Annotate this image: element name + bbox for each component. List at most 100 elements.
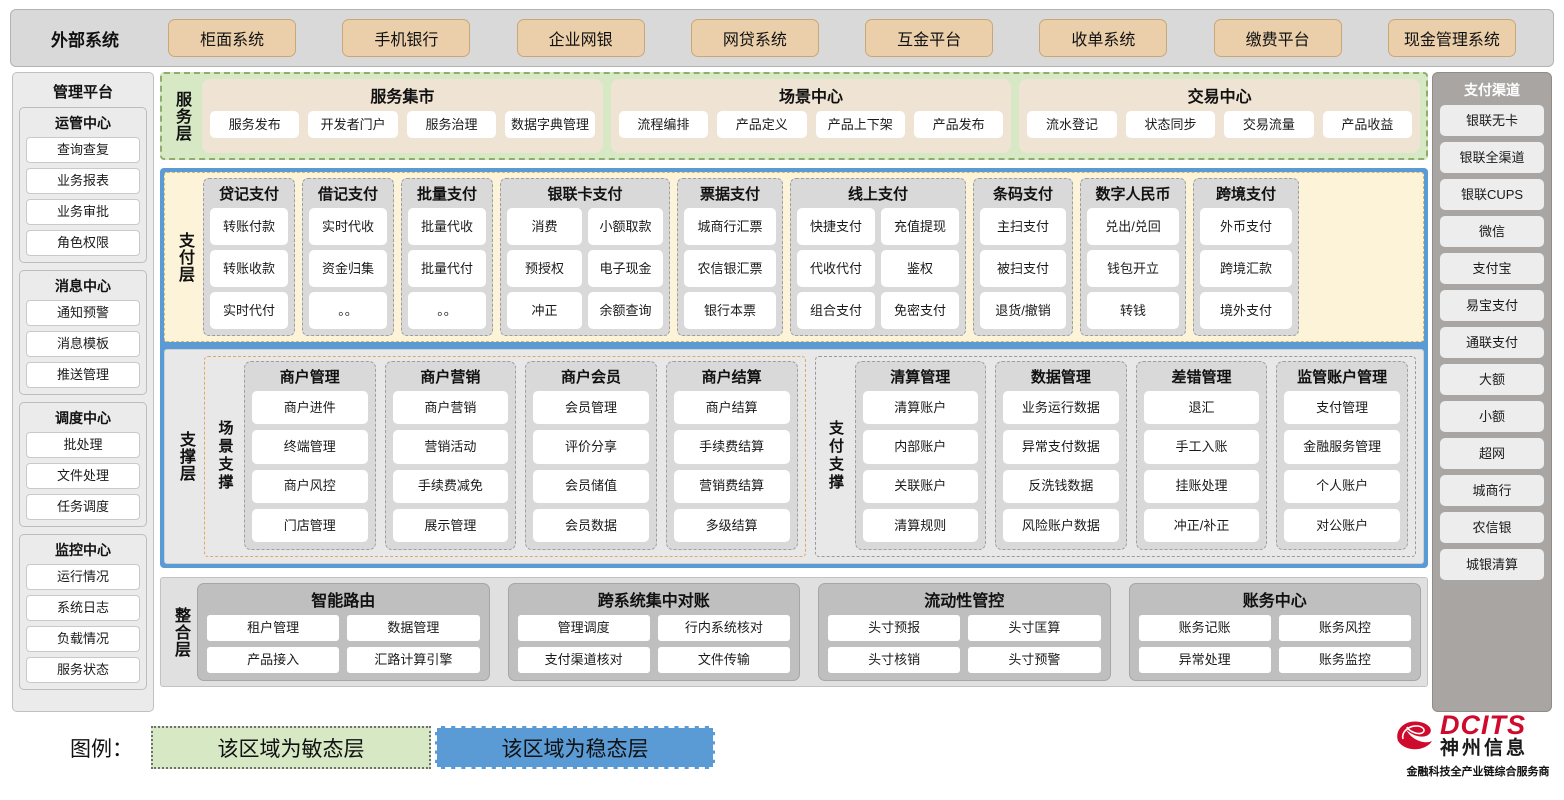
payment-item-5-0[interactable]: 快捷支付 — [797, 208, 875, 245]
payment-channel-item-7[interactable]: 大额 — [1440, 364, 1544, 395]
service-item-0-1[interactable]: 开发者门户 — [308, 111, 398, 138]
payment-item-5-2[interactable]: 代收代付 — [797, 250, 875, 287]
payment-item-6-2[interactable]: 退货/撤销 — [980, 292, 1066, 329]
payment-item-7-0[interactable]: 兑出/兑回 — [1087, 208, 1179, 245]
scene-support-item-2-2[interactable]: 会员储值 — [533, 469, 649, 503]
payment-support-item-3-2[interactable]: 个人账户 — [1284, 469, 1400, 503]
integration-item-1-1[interactable]: 行内系统核对 — [657, 615, 790, 641]
payment-support-item-2-1[interactable]: 手工入账 — [1143, 430, 1260, 464]
scene-support-item-1-1[interactable]: 营销活动 — [392, 430, 509, 464]
service-item-2-1[interactable]: 状态同步 — [1125, 111, 1216, 138]
management-item-1-2[interactable]: 推送管理 — [26, 362, 140, 388]
scene-support-item-0-0[interactable]: 商户进件 — [252, 391, 368, 425]
integration-item-0-0[interactable]: 租户管理 — [207, 615, 340, 641]
payment-channel-item-12[interactable]: 城银清算 — [1440, 549, 1544, 580]
external-system-chip-4[interactable]: 互金平台 — [865, 19, 994, 57]
service-item-0-0[interactable]: 服务发布 — [210, 111, 300, 138]
payment-item-4-1[interactable]: 农信银汇票 — [684, 250, 776, 287]
integration-item-2-3[interactable]: 头寸预警 — [968, 647, 1101, 673]
payment-support-item-0-1[interactable]: 内部账户 — [862, 430, 979, 464]
payment-support-item-2-0[interactable]: 退汇 — [1143, 391, 1260, 425]
management-item-0-2[interactable]: 业务审批 — [26, 199, 140, 225]
payment-channel-item-6[interactable]: 通联支付 — [1440, 327, 1544, 358]
payment-support-item-0-0[interactable]: 清算账户 — [862, 391, 979, 425]
service-item-2-2[interactable]: 交易流量 — [1224, 111, 1314, 138]
integration-item-1-0[interactable]: 管理调度 — [517, 615, 650, 641]
payment-support-item-3-3[interactable]: 对公账户 — [1284, 508, 1400, 542]
management-item-2-2[interactable]: 任务调度 — [26, 494, 140, 520]
payment-support-item-2-2[interactable]: 挂账处理 — [1143, 469, 1260, 503]
payment-item-6-0[interactable]: 主扫支付 — [980, 208, 1066, 245]
payment-item-5-3[interactable]: 鉴权 — [881, 250, 959, 287]
payment-item-3-2[interactable]: 预授权 — [507, 250, 582, 287]
service-item-0-2[interactable]: 服务治理 — [406, 111, 497, 138]
management-item-2-1[interactable]: 文件处理 — [26, 463, 140, 489]
payment-item-1-1[interactable]: 资金归集 — [309, 250, 387, 287]
management-item-3-0[interactable]: 运行情况 — [26, 564, 140, 590]
payment-item-1-2[interactable]: 。。 — [309, 292, 387, 329]
payment-item-2-1[interactable]: 批量代付 — [408, 250, 486, 287]
payment-item-3-0[interactable]: 消费 — [507, 208, 582, 245]
scene-support-item-1-0[interactable]: 商户营销 — [392, 391, 509, 425]
management-item-3-3[interactable]: 服务状态 — [26, 657, 140, 683]
payment-channel-item-5[interactable]: 易宝支付 — [1440, 290, 1544, 321]
scene-support-item-1-3[interactable]: 展示管理 — [392, 508, 509, 542]
management-item-0-3[interactable]: 角色权限 — [26, 230, 140, 256]
integration-item-0-3[interactable]: 汇路计算引擎 — [347, 647, 480, 673]
payment-item-0-1[interactable]: 转账收款 — [210, 250, 288, 287]
scene-support-item-0-2[interactable]: 商户风控 — [252, 469, 368, 503]
management-item-1-0[interactable]: 通知预警 — [26, 300, 140, 326]
scene-support-item-3-2[interactable]: 营销费结算 — [673, 469, 790, 503]
external-system-chip-3[interactable]: 网贷系统 — [690, 19, 819, 57]
payment-item-8-2[interactable]: 境外支付 — [1200, 292, 1292, 329]
management-item-0-0[interactable]: 查询查复 — [26, 137, 140, 163]
payment-channel-item-10[interactable]: 城商行 — [1440, 475, 1544, 506]
management-item-2-0[interactable]: 批处理 — [26, 432, 140, 458]
service-item-1-2[interactable]: 产品上下架 — [815, 111, 905, 138]
payment-item-6-1[interactable]: 被扫支付 — [980, 250, 1066, 287]
integration-item-0-2[interactable]: 产品接入 — [207, 647, 340, 673]
integration-item-1-2[interactable]: 支付渠道核对 — [517, 647, 650, 673]
management-item-3-1[interactable]: 系统日志 — [26, 595, 140, 621]
payment-item-3-1[interactable]: 小额取款 — [588, 208, 663, 245]
scene-support-item-0-3[interactable]: 门店管理 — [252, 508, 368, 542]
payment-channel-item-1[interactable]: 银联全渠道 — [1440, 142, 1544, 173]
integration-item-3-2[interactable]: 异常处理 — [1138, 647, 1271, 673]
integration-item-3-3[interactable]: 账务监控 — [1278, 647, 1411, 673]
service-item-1-3[interactable]: 产品发布 — [913, 111, 1004, 138]
payment-item-4-0[interactable]: 城商行汇票 — [684, 208, 776, 245]
integration-item-2-0[interactable]: 头寸预报 — [828, 615, 961, 641]
payment-item-4-2[interactable]: 银行本票 — [684, 292, 776, 329]
payment-channel-item-4[interactable]: 支付宝 — [1440, 253, 1544, 284]
integration-item-1-3[interactable]: 文件传输 — [657, 647, 790, 673]
integration-item-2-2[interactable]: 头寸核销 — [828, 647, 961, 673]
payment-item-2-0[interactable]: 批量代收 — [408, 208, 486, 245]
external-system-chip-1[interactable]: 手机银行 — [342, 19, 471, 57]
scene-support-item-3-0[interactable]: 商户结算 — [673, 391, 790, 425]
external-system-chip-0[interactable]: 柜面系统 — [168, 19, 297, 57]
scene-support-item-2-1[interactable]: 评价分享 — [533, 430, 649, 464]
payment-support-item-1-1[interactable]: 异常支付数据 — [1003, 430, 1119, 464]
payment-support-item-0-2[interactable]: 关联账户 — [862, 469, 979, 503]
payment-item-5-1[interactable]: 充值提现 — [881, 208, 959, 245]
external-system-chip-2[interactable]: 企业网银 — [516, 19, 645, 57]
payment-item-7-2[interactable]: 转钱 — [1087, 292, 1179, 329]
payment-support-item-1-2[interactable]: 反洗钱数据 — [1003, 469, 1119, 503]
scene-support-item-0-1[interactable]: 终端管理 — [252, 430, 368, 464]
payment-item-5-4[interactable]: 组合支付 — [797, 292, 875, 329]
management-item-1-1[interactable]: 消息模板 — [26, 331, 140, 357]
payment-channel-item-3[interactable]: 微信 — [1440, 216, 1544, 247]
service-item-1-0[interactable]: 流程编排 — [618, 111, 709, 138]
payment-item-7-1[interactable]: 钱包开立 — [1087, 250, 1179, 287]
payment-item-8-0[interactable]: 外币支付 — [1200, 208, 1292, 245]
service-item-2-0[interactable]: 流水登记 — [1027, 111, 1117, 138]
scene-support-item-3-1[interactable]: 手续费结算 — [673, 430, 790, 464]
payment-item-5-5[interactable]: 免密支付 — [881, 292, 959, 329]
scene-support-item-2-0[interactable]: 会员管理 — [533, 391, 649, 425]
integration-item-0-1[interactable]: 数据管理 — [347, 615, 480, 641]
external-system-chip-7[interactable]: 现金管理系统 — [1387, 19, 1516, 57]
management-item-3-2[interactable]: 负载情况 — [26, 626, 140, 652]
payment-support-item-0-3[interactable]: 清算规则 — [862, 508, 979, 542]
payment-channel-item-8[interactable]: 小额 — [1440, 401, 1544, 432]
scene-support-item-1-2[interactable]: 手续费减免 — [392, 469, 509, 503]
